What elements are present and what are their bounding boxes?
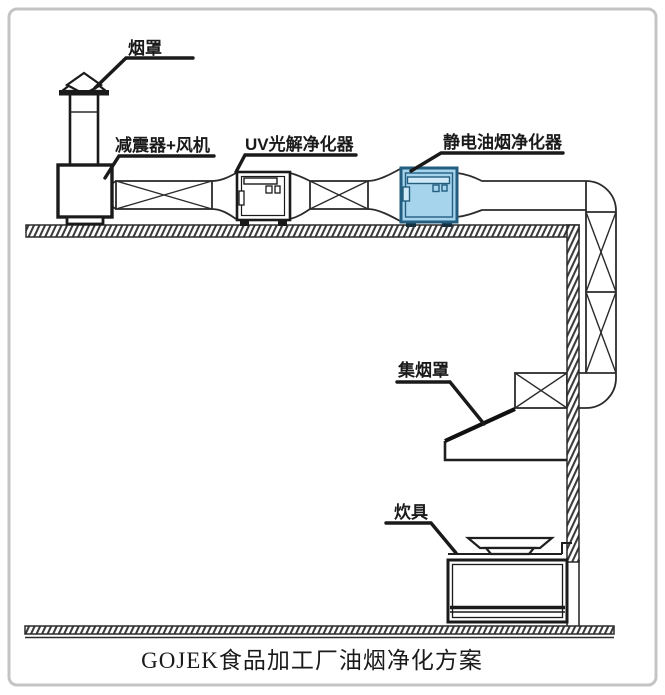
hood-leader xyxy=(395,380,486,426)
stove-leader xyxy=(384,521,458,555)
uv-leader xyxy=(234,153,358,174)
fan-leader xyxy=(103,154,216,180)
esp-indicator-1 xyxy=(432,184,440,193)
wall-slab xyxy=(566,224,580,563)
chimney xyxy=(68,95,100,165)
diagram-title: GOJEK食品加工厂油烟净化方案 xyxy=(141,648,483,673)
uv-indicator-2 xyxy=(274,185,281,194)
roof-slab xyxy=(25,224,580,238)
esp-door-latch xyxy=(402,186,411,202)
uv-door-latch xyxy=(238,190,245,206)
floor-slab xyxy=(24,625,615,639)
label-vent-cap: 烟罩 xyxy=(128,38,162,58)
esp-indicator-2 xyxy=(441,184,448,192)
fan-unit xyxy=(56,163,114,226)
vent-cap-leader xyxy=(93,56,195,90)
uv-indicator-1 xyxy=(265,185,273,194)
esp-vent-slot xyxy=(406,176,451,185)
label-collection-hood: 集烟罩 xyxy=(397,360,449,380)
page-frame xyxy=(7,7,658,687)
wok-pan xyxy=(464,536,556,550)
esp-purifier-unit xyxy=(399,166,459,227)
stove-unit xyxy=(446,536,572,624)
label-esp-purifier: 静电油烟净化器 xyxy=(443,132,563,152)
label-uv-purifier: UV光解净化器 xyxy=(245,134,355,154)
esp-leader xyxy=(409,151,565,173)
uv-vent-slot xyxy=(243,177,278,185)
uv-purifier-unit xyxy=(235,170,292,226)
duct-run xyxy=(111,168,586,222)
label-fan: 减震器+风机 xyxy=(115,135,210,155)
label-stove: 炊具 xyxy=(394,502,428,522)
leader-lines xyxy=(93,56,565,555)
